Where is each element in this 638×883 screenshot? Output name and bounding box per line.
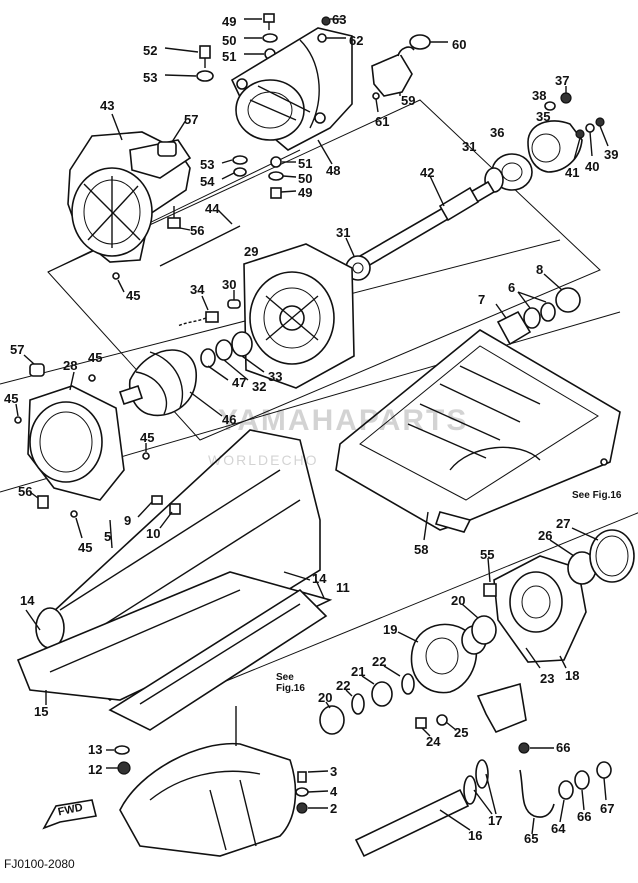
mounting-plate-58 [335, 273, 621, 541]
callout-23: 23 [540, 671, 555, 686]
diagram-code: FJ0100-2080 [4, 857, 75, 871]
callout-7: 7 [478, 292, 486, 307]
callout-18: 18 [565, 668, 580, 683]
callout-11: 11 [336, 580, 350, 595]
callout-20: 20 [451, 593, 466, 608]
callout-15: 15 [34, 704, 49, 719]
callout-2: 2 [330, 801, 338, 816]
callout-43: 43 [100, 98, 115, 113]
callout-8: 8 [536, 262, 544, 277]
callout-47: 47 [232, 375, 247, 390]
callout-44: 44 [205, 201, 220, 216]
callout-19: 19 [383, 622, 398, 637]
callout-25: 25 [454, 725, 469, 740]
callout-5: 5 [104, 529, 112, 544]
callout-51: 51 [298, 156, 313, 171]
see-fig16-ref-right: See Fig.16 [572, 490, 622, 501]
callout-52: 52 [143, 43, 158, 58]
callout-45: 45 [140, 430, 155, 445]
callout-38: 38 [532, 88, 547, 103]
callout-53: 53 [200, 157, 215, 172]
callout-10: 10 [146, 526, 161, 541]
callout-14: 14 [312, 571, 327, 586]
callout-41: 41 [565, 165, 580, 180]
callout-49: 49 [298, 185, 313, 200]
callout-31: 31 [336, 225, 351, 240]
callout-45: 45 [4, 391, 19, 406]
callout-37: 37 [555, 73, 570, 88]
lower-cover-assembly [42, 706, 329, 857]
callout-56: 56 [190, 223, 205, 238]
callout-36: 36 [490, 125, 505, 140]
callout-63: 63 [332, 12, 347, 27]
housing-43 [67, 113, 297, 293]
callout-66: 66 [577, 809, 592, 824]
callout-45: 45 [126, 288, 141, 303]
callout-48: 48 [326, 163, 341, 178]
bearing-housing-18 [319, 527, 635, 754]
callout-49: 49 [222, 14, 237, 29]
callout-67: 67 [600, 801, 615, 816]
callout-29: 29 [244, 244, 259, 259]
callout-66: 66 [556, 740, 571, 755]
impeller-and-nozzle [14, 349, 223, 539]
callout-13: 13 [88, 742, 103, 757]
callout-58: 58 [414, 542, 429, 557]
callout-62: 62 [349, 33, 364, 48]
callout-3: 3 [330, 764, 338, 779]
impeller-housing-29 [177, 243, 355, 389]
callout-60: 60 [452, 37, 467, 52]
callout-22: 22 [336, 678, 351, 693]
callout-46: 46 [222, 412, 237, 427]
callout-30: 30 [222, 277, 237, 292]
callout-42: 42 [420, 165, 435, 180]
callout-17: 17 [488, 813, 503, 828]
tunnel-and-duct [16, 429, 333, 731]
callout-26: 26 [538, 528, 553, 543]
callout-21: 21 [351, 664, 366, 679]
callout-50: 50 [222, 33, 237, 48]
watermark-brand: YAMAHAPARTS [218, 404, 469, 437]
callout-45: 45 [88, 350, 103, 365]
callout-33: 33 [268, 369, 283, 384]
callout-53: 53 [143, 70, 158, 85]
callout-57: 57 [184, 112, 199, 127]
callout-20: 20 [318, 690, 333, 705]
callout-65: 65 [524, 831, 539, 846]
intake-housing-assembly [164, 13, 448, 165]
callout-51: 51 [222, 49, 237, 64]
watermark-site: WORLDECHO [208, 452, 319, 468]
callout-31: 31 [462, 139, 477, 154]
callout-28: 28 [63, 358, 78, 373]
callout-40: 40 [585, 159, 600, 174]
callout-56: 56 [18, 484, 33, 499]
callout-64: 64 [551, 821, 566, 836]
callout-16: 16 [468, 828, 483, 843]
callout-59: 59 [401, 93, 416, 108]
callout-6: 6 [508, 280, 516, 295]
drive-shaft-assembly [345, 86, 609, 281]
callout-9: 9 [124, 513, 132, 528]
callout-61: 61 [375, 114, 390, 129]
callout-14: 14 [20, 593, 35, 608]
callout-22: 22 [372, 654, 387, 669]
callout-24: 24 [426, 734, 441, 749]
callout-35: 35 [536, 109, 551, 124]
callout-55: 55 [480, 547, 495, 562]
callout-54: 54 [200, 174, 215, 189]
callout-39: 39 [604, 147, 619, 162]
callout-45: 45 [78, 540, 93, 555]
callout-57: 57 [10, 342, 25, 357]
callout-32: 32 [252, 379, 267, 394]
callout-12: 12 [88, 762, 103, 777]
fwd-arrow-icon [42, 799, 97, 830]
see-fig16-ref-left: See Fig.16 [276, 672, 305, 694]
callout-50: 50 [298, 171, 313, 186]
callout-4: 4 [330, 784, 338, 799]
callout-34: 34 [190, 282, 205, 297]
bottom-shaft-and-hose [354, 759, 612, 858]
callout-27: 27 [556, 516, 571, 531]
